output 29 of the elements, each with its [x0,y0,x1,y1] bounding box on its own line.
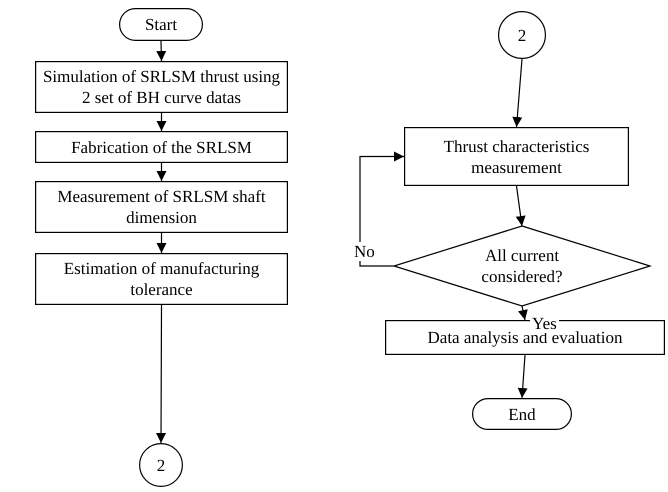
decision-diamond [394,226,650,306]
node-text: Estimation of manufacturing tolerance [62,258,260,300]
process-box [35,131,288,163]
process-box [35,61,288,113]
node-text: All current considered? [480,245,564,287]
node-text: Start [144,14,178,35]
arrow [512,58,523,128]
arrow [156,163,166,181]
node-text: Measurement of SRLSM shaft dimension [56,186,267,228]
arrow [518,354,528,398]
node-text: Simulation of SRLSM thrust using 2 set of BH curve datas [42,66,282,108]
node-text: End [508,404,536,424]
process-box [404,127,629,186]
node-text: Fabrication of the SRLSM [71,136,252,158]
node-text: 2 [156,454,166,476]
arrow [518,306,528,320]
process-box [35,181,288,233]
edge-label: No [352,242,377,261]
node-text: Thrust characteristics measurement [442,136,590,178]
node-text: 2 [518,24,526,46]
arrow [156,233,166,253]
arrow [156,40,166,62]
arrow [516,186,526,226]
process-box [35,253,288,305]
arrow [359,152,404,267]
connector-circle [139,443,183,487]
connector-circle [498,11,546,59]
arrow [156,305,166,443]
arrow [156,113,166,131]
